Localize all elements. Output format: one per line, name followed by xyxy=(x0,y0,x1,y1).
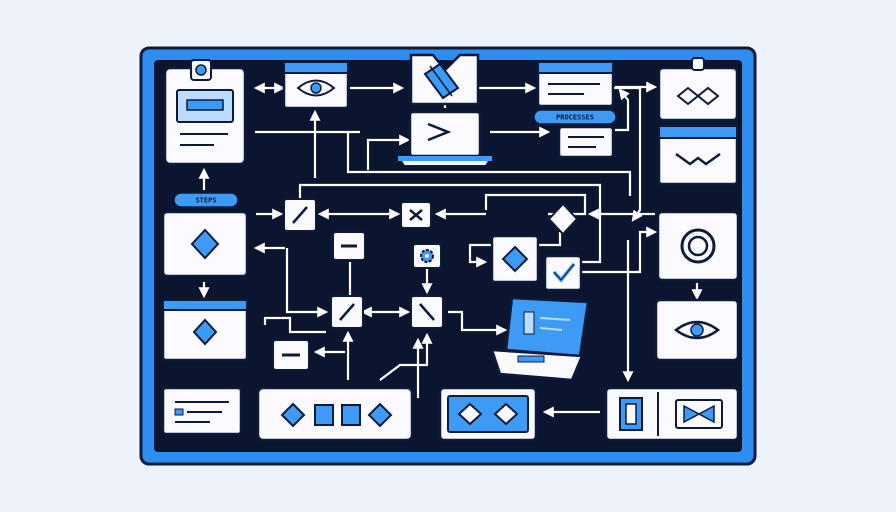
diamond-icon xyxy=(367,402,393,428)
diamond-box-node xyxy=(490,234,540,284)
slash-node xyxy=(410,295,444,329)
close-node xyxy=(400,201,432,229)
connector-lines xyxy=(198,81,703,418)
connector xyxy=(379,332,433,381)
slash-icon xyxy=(339,303,355,321)
diamond-card-node xyxy=(161,210,249,278)
terminal-laptop-node xyxy=(396,110,494,167)
gear-node xyxy=(412,243,442,269)
diamond-icon xyxy=(493,402,519,426)
diamond-icon xyxy=(190,228,220,260)
diamond-icon xyxy=(501,245,529,273)
terminal-laptop-icon xyxy=(427,122,452,142)
shape-strip-node xyxy=(256,386,414,442)
diamond-icon xyxy=(280,402,306,428)
square-icon xyxy=(341,404,361,426)
minus-node xyxy=(332,231,366,261)
diamond-icon xyxy=(192,318,218,346)
text-card-node xyxy=(557,125,615,159)
slash-icon xyxy=(292,206,308,224)
eye-card-node xyxy=(654,298,740,362)
ring-node xyxy=(656,210,740,282)
laptop-node xyxy=(490,296,590,382)
square-icon xyxy=(314,404,334,426)
slash-icon xyxy=(419,303,435,321)
link-chain-icon xyxy=(676,86,720,106)
folded-paper-node xyxy=(409,53,480,106)
connector xyxy=(615,88,630,132)
connector xyxy=(448,310,508,336)
process-label-pill: PROCESSES xyxy=(533,109,617,125)
slash-node xyxy=(283,198,317,232)
diamond-window-node xyxy=(161,298,249,362)
connector xyxy=(285,248,329,318)
heart-window-node xyxy=(657,124,739,186)
connector xyxy=(468,232,562,268)
connector xyxy=(263,316,326,334)
text-card-icon xyxy=(557,125,615,159)
bowtie-icon xyxy=(683,404,715,424)
connector xyxy=(346,132,632,196)
steps-label: STEPS xyxy=(195,197,216,205)
door-bowtie-node xyxy=(604,386,740,442)
connector xyxy=(366,134,411,170)
list-card-node xyxy=(161,386,243,436)
browser-window-node xyxy=(536,60,615,108)
link-chain-node xyxy=(657,57,739,122)
laptop-icon xyxy=(504,296,590,358)
id-badge-icon xyxy=(195,64,207,76)
eye-window-node xyxy=(282,60,350,110)
heart-window-icon xyxy=(675,152,721,166)
diamond-icon xyxy=(457,402,483,426)
diamond-pair-node xyxy=(438,386,538,442)
diamond-icon xyxy=(547,202,579,236)
connector xyxy=(580,226,658,274)
connector xyxy=(298,183,602,264)
minus-node xyxy=(272,339,310,371)
close-icon xyxy=(409,209,423,221)
id-badge-node xyxy=(163,59,247,166)
slash-node xyxy=(330,295,364,329)
checkmark-node xyxy=(543,254,583,292)
steps-label-pill: STEPS xyxy=(173,192,239,208)
ring-icon xyxy=(680,228,716,264)
process-label: PROCESSES xyxy=(556,114,594,122)
